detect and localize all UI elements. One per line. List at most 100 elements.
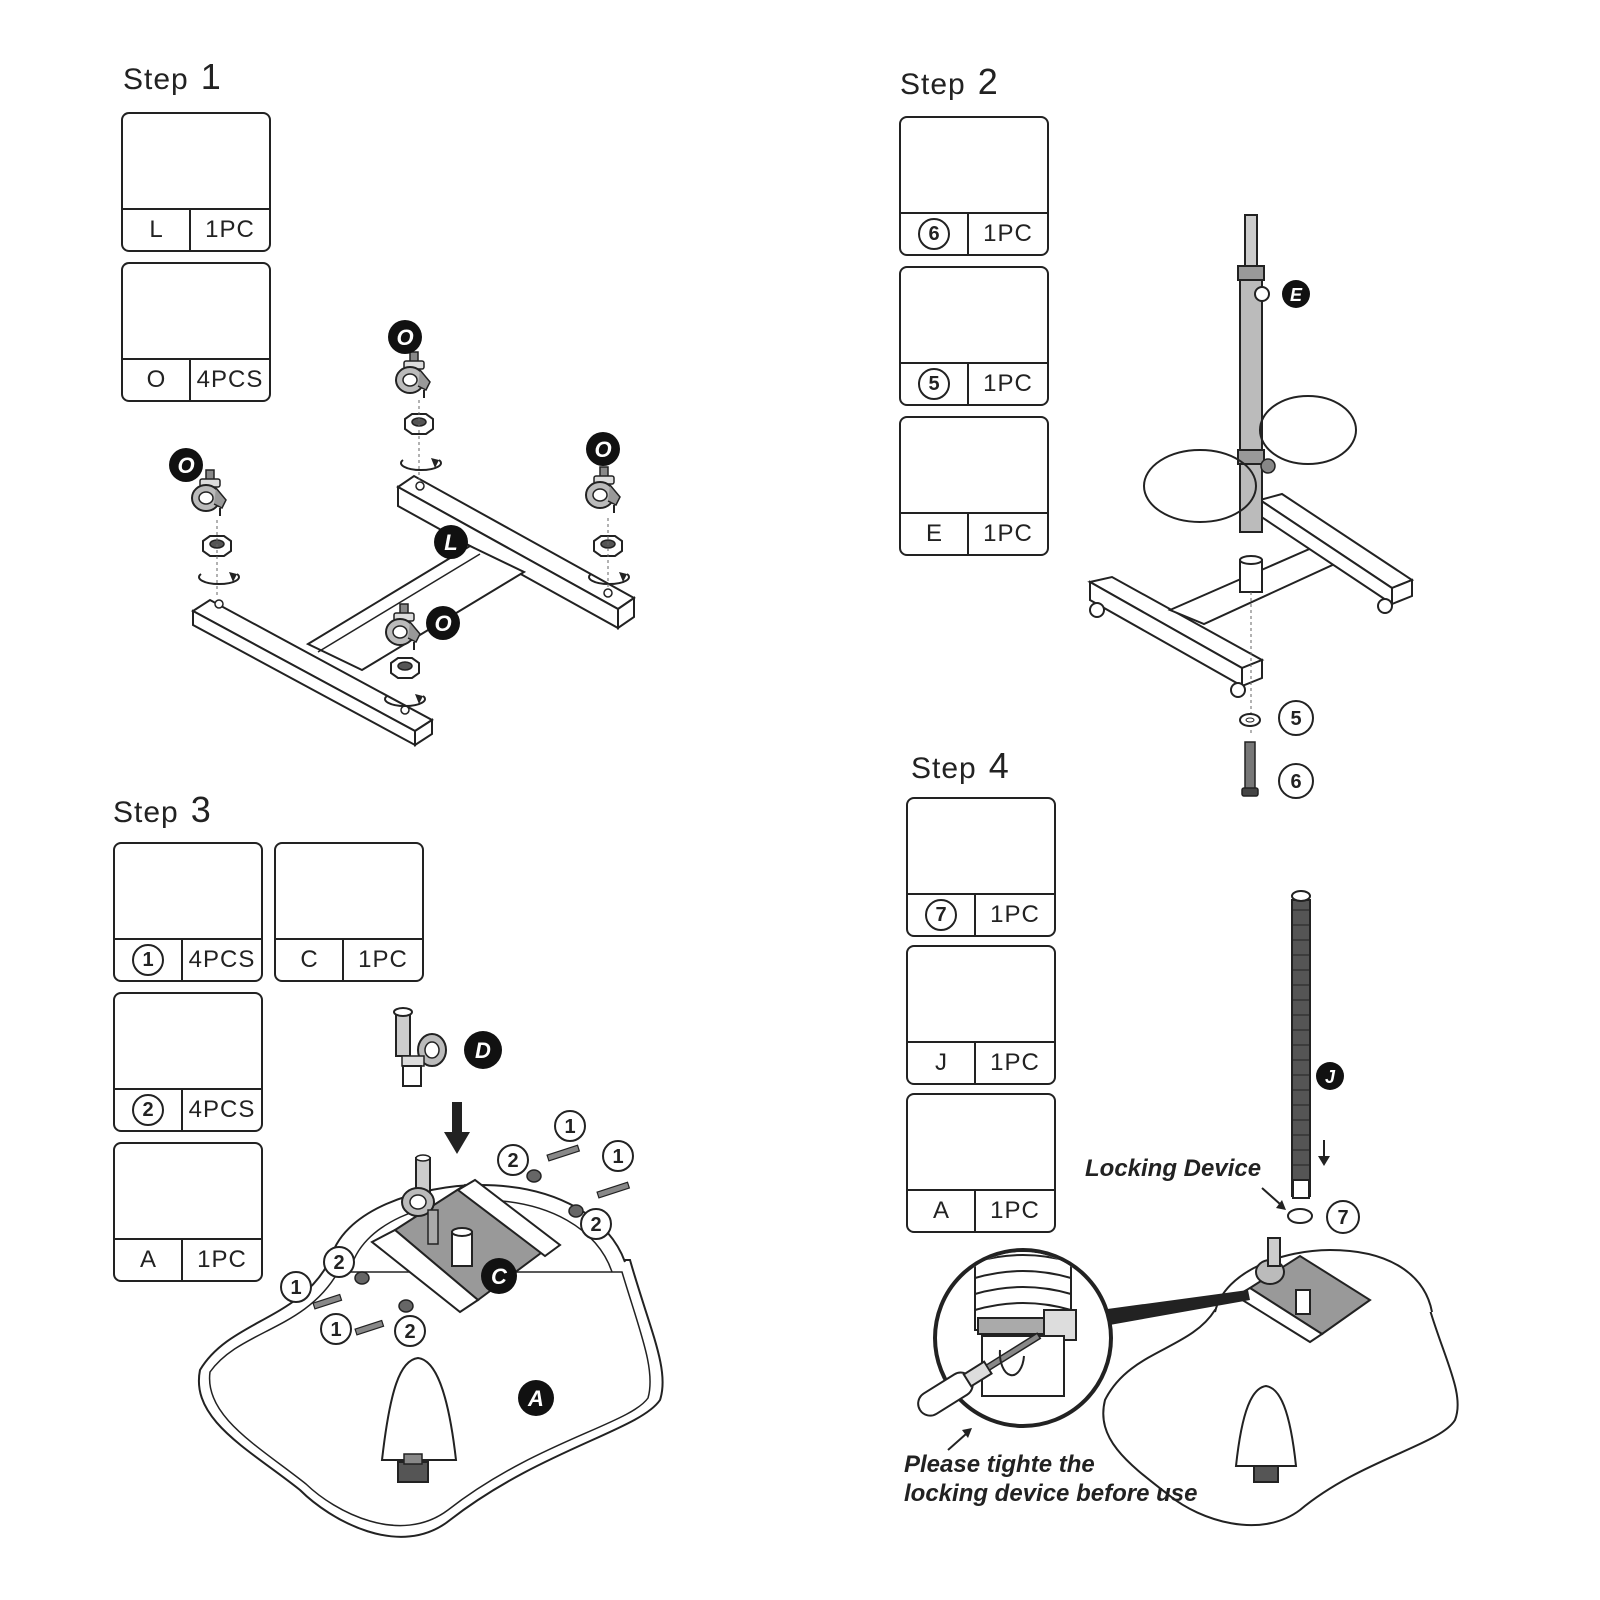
tighten-note-line1: Please tighte the	[904, 1451, 1095, 1478]
callout-o-2: O	[169, 448, 203, 482]
callout-n1-b: 1	[602, 1140, 634, 1172]
step2-drawing	[1087, 214, 1415, 797]
part-qty: 4PCS	[188, 1096, 256, 1123]
svg-text:2: 2	[590, 1214, 601, 1236]
step1-title: Step 1	[123, 56, 221, 98]
svg-text:O: O	[396, 325, 413, 350]
svg-text:O: O	[594, 437, 611, 462]
part-code: 6	[918, 218, 950, 250]
part-card-c: C 1PC	[274, 842, 424, 982]
svg-text:2: 2	[404, 1321, 415, 1343]
part-code: 5	[918, 368, 950, 400]
part-card-7: 7 1PC	[906, 797, 1056, 937]
step3-drawing	[197, 1007, 664, 1538]
svg-text:O: O	[434, 611, 451, 636]
callout-n7: 7	[1326, 1200, 1360, 1234]
callout-n5: 5	[1278, 700, 1314, 736]
part-card-1: 1 4PCS	[113, 842, 263, 982]
callout-o-3: O	[586, 432, 620, 466]
part-qty: 1PC	[205, 216, 255, 243]
callout-badges: O O O O L E D C A J	[169, 280, 1344, 1416]
svg-text:1: 1	[290, 1277, 301, 1299]
callout-n2-c: 2	[323, 1246, 355, 1278]
part-qty: 1PC	[983, 370, 1033, 397]
part-card-l: L 1PC	[121, 112, 271, 252]
callout-l: L	[434, 525, 468, 559]
part-qty: 1PC	[358, 946, 408, 973]
svg-text:D: D	[475, 1038, 491, 1063]
part-card-2: 2 4PCS	[113, 992, 263, 1132]
svg-text:1: 1	[330, 1319, 341, 1341]
callout-o-1: O	[388, 320, 422, 354]
step1-drawing	[191, 351, 636, 747]
step2-title: Step 2	[900, 61, 998, 103]
part-qty: 4PCS	[188, 946, 256, 973]
step-number: 2	[977, 61, 998, 102]
tighten-note-line2: locking device before use	[904, 1480, 1198, 1507]
part-code: C	[276, 940, 344, 980]
step-word: Step	[123, 63, 189, 96]
step4-drawing	[917, 890, 1459, 1527]
part-qty: 1PC	[197, 1246, 247, 1273]
part-card-j: J 1PC	[906, 945, 1056, 1085]
callout-n2-b: 2	[580, 1208, 612, 1240]
part-code: E	[901, 514, 969, 554]
callout-j: J	[1316, 1062, 1344, 1090]
svg-text:1: 1	[612, 1146, 623, 1168]
svg-text:O: O	[177, 453, 194, 478]
part-card-a2: A 1PC	[906, 1093, 1056, 1233]
callout-d: D	[464, 1031, 502, 1069]
callout-c: C	[481, 1258, 517, 1294]
svg-text:2: 2	[333, 1252, 344, 1274]
part-qty: 1PC	[983, 220, 1033, 247]
part-qty: 1PC	[983, 520, 1033, 547]
svg-text:J: J	[1325, 1067, 1336, 1087]
locking-device-label: Locking Device	[1085, 1155, 1262, 1182]
part-code: O	[123, 360, 191, 400]
svg-text:6: 6	[1290, 771, 1301, 793]
callout-n2-d: 2	[394, 1315, 426, 1347]
part-code: L	[123, 210, 191, 250]
part-qty: 1PC	[990, 1049, 1040, 1076]
step-number: 3	[190, 789, 211, 830]
callout-a: A	[518, 1380, 554, 1416]
part-qty: 4PCS	[196, 366, 264, 393]
part-code: A	[115, 1240, 183, 1280]
callout-numbers: 5 6 1 1 2 2 2 1 1 2 7	[280, 700, 1360, 1347]
callout-n1-d: 1	[320, 1313, 352, 1345]
callout-n1-a: 1	[554, 1110, 586, 1142]
part-code: 7	[925, 899, 957, 931]
part-code: 1	[132, 944, 164, 976]
callout-n6: 6	[1278, 763, 1314, 799]
callout-n2-a: 2	[497, 1144, 529, 1176]
callout-e: E	[1282, 280, 1310, 308]
step4-title: Step 4	[911, 745, 1009, 787]
svg-text:1: 1	[564, 1116, 575, 1138]
svg-text:2: 2	[507, 1150, 518, 1172]
part-qty: 1PC	[990, 901, 1040, 928]
step-word: Step	[911, 752, 977, 785]
svg-text:E: E	[1290, 285, 1303, 305]
step-number: 4	[988, 745, 1009, 786]
callout-o-4: O	[426, 606, 460, 640]
callout-n1-c: 1	[280, 1271, 312, 1303]
part-card-a: A 1PC	[113, 1142, 263, 1282]
svg-text:7: 7	[1337, 1207, 1348, 1229]
svg-text:C: C	[491, 1264, 508, 1289]
step-word: Step	[900, 68, 966, 101]
step3-title: Step 3	[113, 789, 211, 831]
step-word: Step	[113, 796, 179, 829]
step-number: 1	[200, 56, 221, 97]
svg-text:A: A	[527, 1386, 544, 1411]
part-code: 2	[132, 1094, 164, 1126]
part-card-5: 5 1PC	[899, 266, 1049, 406]
part-code: J	[908, 1043, 976, 1083]
part-code: A	[908, 1191, 976, 1231]
part-card-6: 6 1PC	[899, 116, 1049, 256]
part-card-e: E 1PC	[899, 416, 1049, 556]
svg-text:5: 5	[1290, 708, 1301, 730]
part-qty: 1PC	[990, 1197, 1040, 1224]
svg-text:L: L	[444, 530, 457, 555]
